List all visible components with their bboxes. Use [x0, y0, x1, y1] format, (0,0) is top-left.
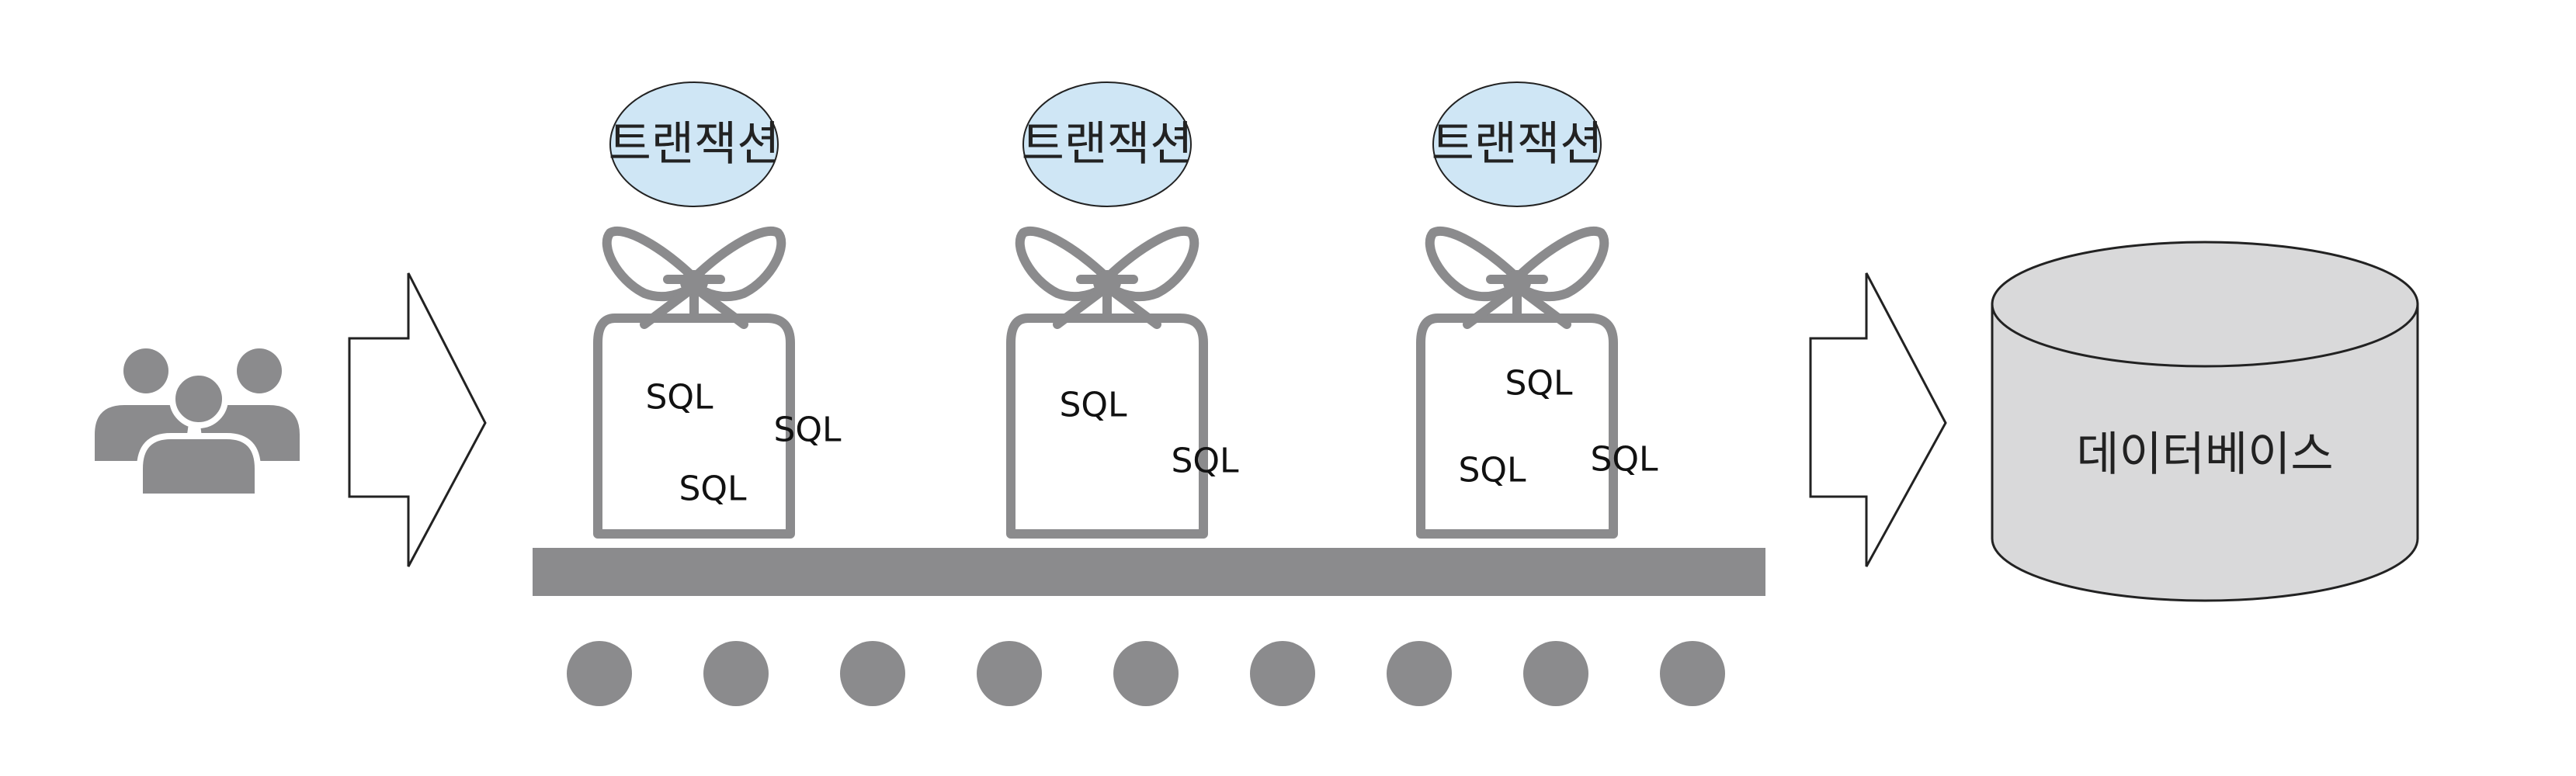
roller-circle [703, 641, 769, 706]
transaction-label: 트랜잭션 [609, 117, 780, 171]
transaction-label: 트랜잭션 [1022, 117, 1193, 171]
sql-label: SQL [1458, 451, 1526, 490]
sql-label: SQL [679, 469, 747, 509]
transaction-label-bubble [609, 81, 779, 207]
users-icon [95, 348, 300, 500]
sql-label: SQL [1171, 442, 1239, 481]
transaction-label-bubble [1022, 81, 1192, 207]
roller-circle [840, 641, 905, 706]
roller-circle [1113, 641, 1179, 706]
bag-icon [1006, 227, 1208, 539]
roller-circle [977, 641, 1042, 706]
roller-circle [1387, 641, 1452, 706]
transaction-label-bubble [1432, 81, 1602, 207]
sql-label: SQL [645, 378, 713, 417]
bag-icon [593, 227, 795, 539]
sql-label: SQL [1059, 386, 1127, 425]
transaction-label: 트랜잭션 [1432, 117, 1603, 171]
roller-circle [1660, 641, 1725, 706]
database-label: 데이터베이스 [2076, 428, 2333, 482]
sql-label: SQL [1505, 364, 1573, 404]
transaction-3: 트랜잭션 SQL SQL SQL [1416, 81, 1658, 539]
output-arrow-icon [1809, 272, 1947, 567]
conveyor-belt [533, 548, 1765, 596]
transaction-2: 트랜잭션 SQL SQL [1006, 81, 1239, 539]
conveyor-rollers [567, 641, 1725, 706]
sql-label: SQL [1590, 440, 1658, 480]
transaction-1: 트랜잭션 SQL SQL SQL [593, 81, 842, 539]
database-icon [1991, 241, 2419, 602]
roller-circle [1250, 641, 1315, 706]
roller-circle [1523, 641, 1588, 706]
bag-icon [1416, 227, 1618, 539]
sql-label: SQL [773, 411, 842, 450]
input-arrow-icon [348, 272, 487, 567]
roller-circle [567, 641, 632, 706]
